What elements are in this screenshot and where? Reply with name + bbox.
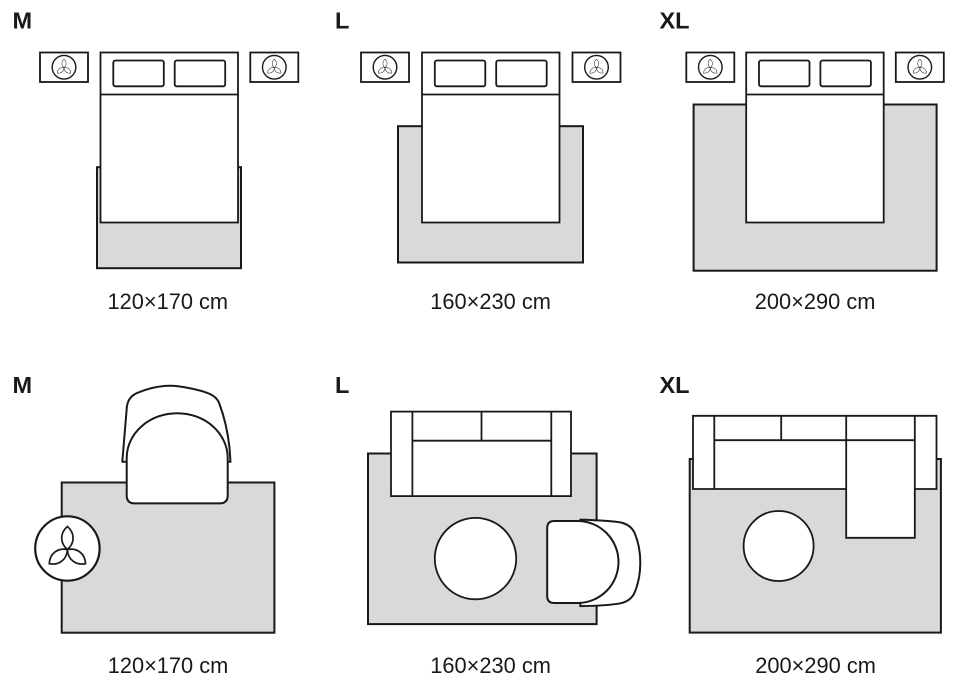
svg-text:160×230 cm: 160×230 cm (430, 653, 551, 678)
svg-text:L: L (335, 8, 349, 34)
svg-text:120×170 cm: 120×170 cm (108, 289, 229, 314)
svg-text:200×290 cm: 200×290 cm (755, 653, 876, 678)
svg-text:160×230 cm: 160×230 cm (430, 289, 551, 314)
svg-text:M: M (13, 372, 33, 398)
svg-text:XL: XL (660, 8, 690, 34)
svg-text:L: L (335, 372, 349, 398)
svg-text:200×290 cm: 200×290 cm (755, 289, 876, 314)
svg-text:XL: XL (660, 372, 690, 398)
svg-text:M: M (13, 8, 33, 34)
svg-text:120×170 cm: 120×170 cm (108, 653, 229, 678)
